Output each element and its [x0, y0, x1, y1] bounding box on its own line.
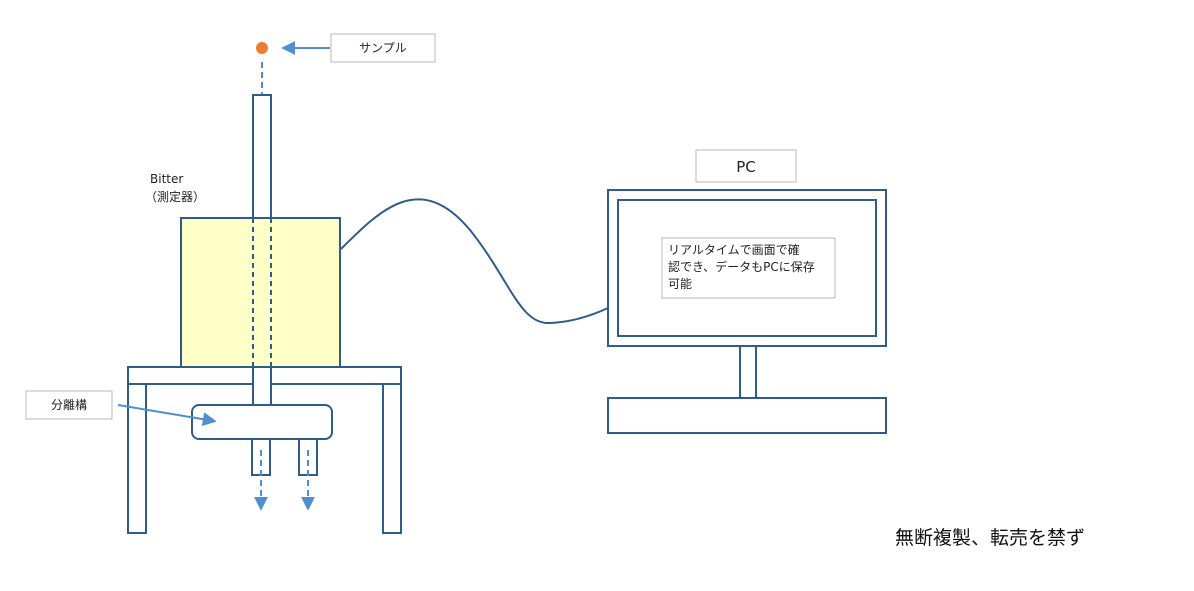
- monitor-base: [607, 397, 887, 434]
- separator-arrow: [117, 404, 217, 427]
- bitter-label: Bitter （測定器）: [145, 172, 205, 204]
- tube-upper: [252, 94, 272, 219]
- separator-unit: [191, 404, 333, 440]
- table-leg-right: [382, 383, 402, 534]
- tube-lower: [252, 366, 272, 406]
- screen-note-line3: 可能: [668, 277, 692, 291]
- sample-dot: [256, 42, 268, 54]
- table-leg-left: [127, 383, 147, 534]
- outlet-right: [298, 438, 318, 476]
- copyright-notice: 無断複製、転売を禁ず: [895, 527, 1085, 549]
- data-cable: [340, 198, 609, 325]
- outlet-left: [251, 438, 271, 476]
- separator-label: 分離構: [25, 390, 113, 420]
- bitter-label-line1: Bitter: [150, 172, 183, 186]
- pc-monitor: [607, 189, 887, 434]
- separator-label-text: 分離構: [51, 398, 87, 412]
- sample-label: サンプル: [330, 33, 436, 63]
- bitter-instrument: [180, 217, 341, 368]
- screen-note-line1: リアルタイムで画面で確: [668, 242, 800, 257]
- pc-label: PC: [695, 149, 797, 183]
- pc-label-text: PC: [736, 158, 756, 176]
- screen-note-line2: 認でき、データもPCに保存: [668, 259, 815, 274]
- monitor-stand: [739, 345, 757, 399]
- bitter-label-line2: （測定器）: [145, 189, 205, 204]
- sample-label-text: サンプル: [359, 41, 407, 55]
- screen-note: リアルタイムで画面で確 認でき、データもPCに保存 可能: [661, 237, 836, 299]
